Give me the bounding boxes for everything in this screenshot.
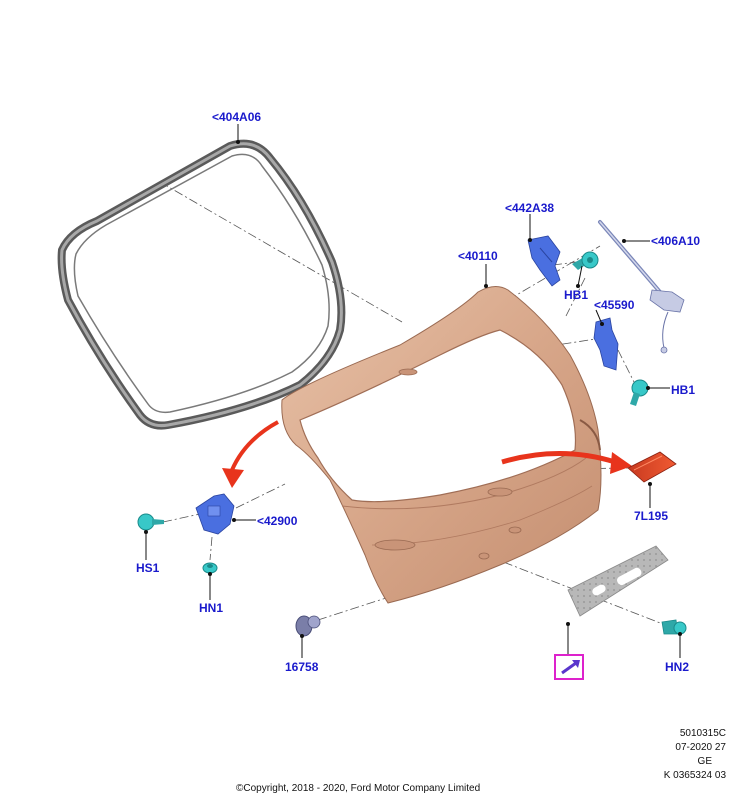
hb1-fastener-lower[interactable] <box>630 379 649 406</box>
info-line-4: K 0365324 03 <box>663 770 726 781</box>
callout-lamp[interactable]: 7L195 <box>634 509 669 523</box>
lock-actuator-part[interactable] <box>195 493 235 535</box>
hb1-fastener-upper[interactable] <box>572 251 599 270</box>
callout-hn1[interactable]: HN1 <box>199 601 224 615</box>
pencil-arrow-icon <box>561 660 580 675</box>
gas-strut-part[interactable] <box>598 220 685 354</box>
callout-bracket[interactable]: <45590 <box>594 298 635 312</box>
note-symbol-box[interactable] <box>554 654 584 680</box>
hn1-fastener[interactable] <box>202 562 218 574</box>
red-arrow-lock <box>222 420 279 488</box>
callout-hn2[interactable]: HN2 <box>665 660 690 674</box>
info-line-2: 07-2020 27 <box>675 742 726 753</box>
info-line-3: GE <box>697 756 712 767</box>
bracket-part[interactable] <box>593 317 619 371</box>
leader-dots <box>144 140 682 638</box>
callout-door-panel[interactable]: <40110 <box>458 249 498 263</box>
copyright-text: ©Copyright, 2018 - 2020, Ford Motor Comp… <box>236 783 481 794</box>
hs1-fastener[interactable] <box>137 513 164 531</box>
liftgate-door-panel[interactable] <box>281 286 602 604</box>
latch-cable-part[interactable] <box>527 235 561 287</box>
callout-seal[interactable]: <404A06 <box>212 110 262 124</box>
callout-lock[interactable]: <42900 <box>257 514 298 528</box>
leader-lines <box>145 124 681 658</box>
callout-hb1-upper[interactable]: HB1 <box>564 288 589 302</box>
hn2-fastener[interactable] <box>661 619 687 635</box>
pad-gasket-part[interactable] <box>567 545 669 617</box>
callout-hb1-lower[interactable]: HB1 <box>671 383 696 397</box>
stop-lamp-part[interactable] <box>627 451 677 483</box>
screw-part[interactable] <box>295 615 321 637</box>
weatherstrip-seal[interactable] <box>57 139 346 430</box>
callout-gas-strut[interactable]: <406A10 <box>651 234 701 248</box>
callout-latch-cable[interactable]: <442A38 <box>505 201 555 215</box>
red-arrow-lamp <box>501 451 632 474</box>
callout-hs1[interactable]: HS1 <box>136 561 160 575</box>
drawing-info: 5010315C 07-2020 27 GE K 0365324 03 <box>664 727 726 783</box>
callout-screw[interactable]: 16758 <box>285 660 319 674</box>
info-line-1: 5010315C <box>679 728 726 739</box>
